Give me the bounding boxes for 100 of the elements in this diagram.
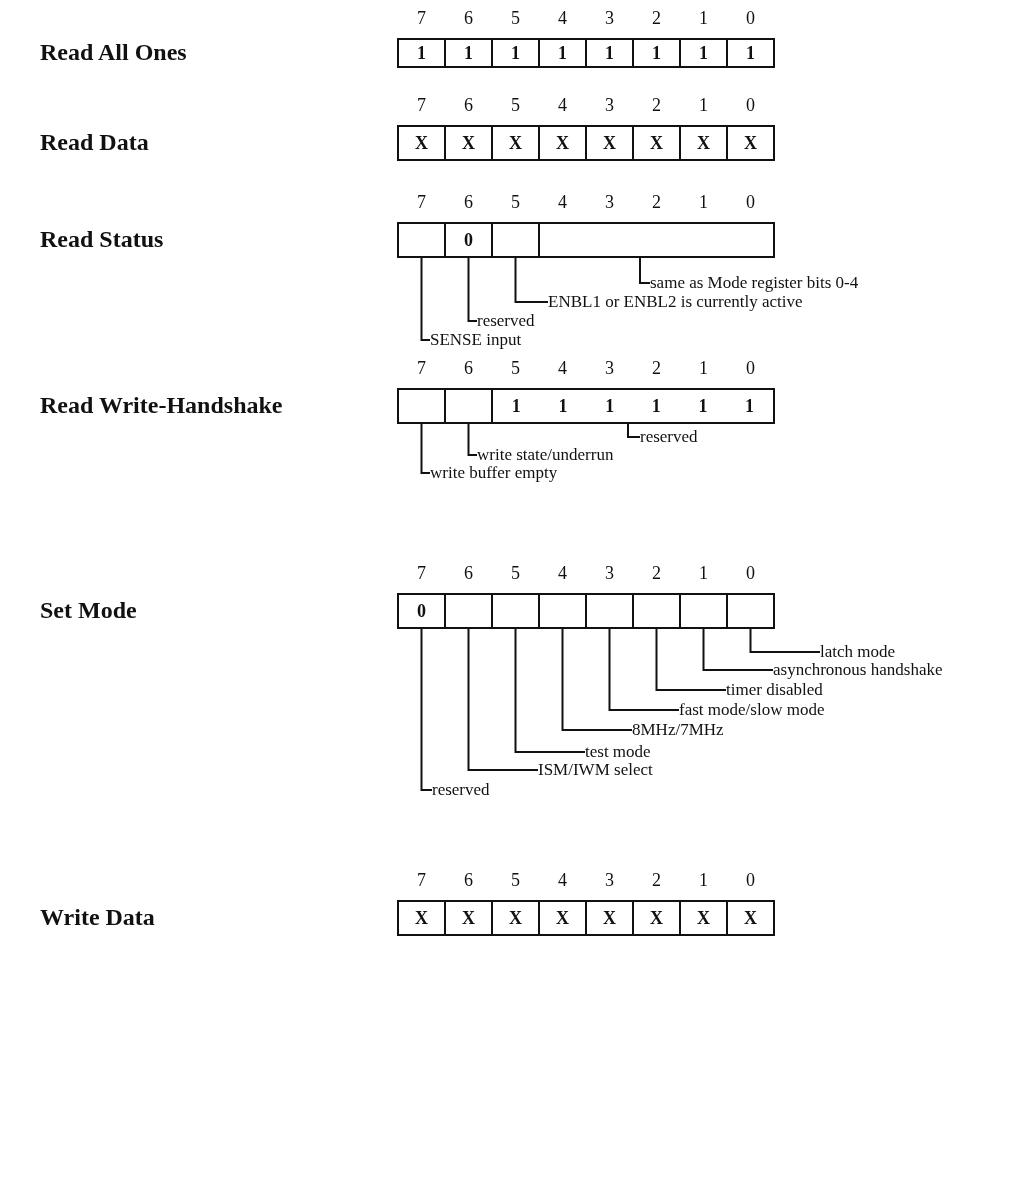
bit-number: 3	[604, 8, 615, 29]
bit-number: 2	[651, 95, 662, 116]
bit-cell: 1	[632, 38, 681, 68]
bit-cell: X	[444, 125, 493, 161]
bit-cell	[444, 388, 493, 424]
bit-number: 6	[463, 563, 474, 584]
leader-line	[702, 628, 774, 671]
bit-number: 4	[557, 95, 568, 116]
bit-number: 0	[745, 358, 756, 379]
bit-number: 1	[698, 870, 709, 891]
bit-number: 1	[698, 192, 709, 213]
bit-cell: 1	[585, 38, 634, 68]
bit-field	[491, 388, 775, 424]
bit-field	[538, 222, 775, 258]
bit-description: write state/underrun	[477, 445, 614, 465]
bit-cell: X	[538, 125, 587, 161]
bit-number: 1	[698, 563, 709, 584]
bit-description: fast mode/slow mode	[679, 700, 825, 720]
register-name: Read All Ones	[40, 39, 187, 66]
bit-number: 2	[651, 563, 662, 584]
leader-line	[420, 423, 431, 474]
bit-cell: X	[491, 900, 540, 936]
bit-number: 2	[651, 358, 662, 379]
bit-number: 6	[463, 358, 474, 379]
bit-description: test mode	[585, 742, 651, 762]
bit-number: 7	[416, 95, 427, 116]
bit-description: timer disabled	[726, 680, 823, 700]
bit-number: 1	[698, 95, 709, 116]
bit-number: 4	[557, 563, 568, 584]
leader-line	[420, 628, 433, 791]
leader-line	[467, 257, 478, 322]
bit-number: 2	[651, 192, 662, 213]
bit-cell: X	[491, 125, 540, 161]
bit-number: 0	[745, 192, 756, 213]
bit-cell: X	[679, 900, 728, 936]
leader-line	[514, 628, 586, 753]
bit-value: 1	[605, 395, 615, 417]
register-name: Read Write-Handshake	[40, 392, 283, 419]
leader-line	[467, 628, 539, 771]
bit-cell: X	[585, 900, 634, 936]
bit-cell: X	[444, 900, 493, 936]
bit-number: 4	[557, 358, 568, 379]
bit-cell	[538, 593, 587, 629]
bit-number: 3	[604, 358, 615, 379]
bit-number: 3	[604, 563, 615, 584]
leader-line	[627, 423, 641, 438]
bit-cell: X	[726, 900, 775, 936]
bit-description: SENSE input	[430, 330, 522, 350]
bit-cell	[726, 593, 775, 629]
bit-number: 0	[745, 870, 756, 891]
bit-number: 7	[416, 870, 427, 891]
bit-value: 1	[511, 395, 521, 417]
bit-cell: 1	[538, 38, 587, 68]
bit-number: 6	[463, 870, 474, 891]
bit-cell: X	[632, 900, 681, 936]
bit-cell	[491, 593, 540, 629]
bit-description: 8MHz/7MHz	[632, 720, 724, 740]
bit-description: latch mode	[820, 642, 896, 662]
bit-number: 6	[463, 8, 474, 29]
leader-line	[749, 628, 821, 653]
bit-number: 5	[510, 358, 521, 379]
bit-cell	[585, 593, 634, 629]
bit-number: 5	[510, 8, 521, 29]
bit-number: 4	[557, 870, 568, 891]
bit-cell: 0	[397, 593, 446, 629]
bit-cell: X	[397, 900, 446, 936]
leader-line	[420, 257, 431, 341]
bit-number: 5	[510, 95, 521, 116]
bit-cell: X	[538, 900, 587, 936]
bit-number: 0	[745, 8, 756, 29]
bit-number: 5	[510, 192, 521, 213]
bit-number: 5	[510, 563, 521, 584]
bit-description: write buffer empty	[430, 463, 558, 483]
bit-cell	[491, 222, 540, 258]
register-name: Read Data	[40, 129, 149, 156]
bit-cell	[397, 222, 446, 258]
bit-number: 4	[557, 192, 568, 213]
bit-description: ISM/IWM select	[538, 760, 653, 780]
bit-cell: 0	[444, 222, 493, 258]
bit-number: 0	[745, 563, 756, 584]
leader-line	[655, 628, 727, 691]
bit-cell: X	[585, 125, 634, 161]
bit-number: 7	[416, 192, 427, 213]
bit-cell: X	[397, 125, 446, 161]
bit-number: 3	[604, 192, 615, 213]
bit-cell: X	[726, 125, 775, 161]
bit-number: 3	[604, 95, 615, 116]
bit-cell: 1	[444, 38, 493, 68]
bit-description: reserved	[432, 780, 490, 800]
bit-cell: 1	[726, 38, 775, 68]
bit-number: 1	[698, 358, 709, 379]
register-name: Read Status	[40, 226, 164, 253]
bit-number: 5	[510, 870, 521, 891]
bit-number: 0	[745, 95, 756, 116]
bit-value: 1	[651, 395, 661, 417]
bit-number: 2	[651, 870, 662, 891]
bit-number: 7	[416, 8, 427, 29]
bit-number: 1	[698, 8, 709, 29]
leader-line	[467, 423, 478, 456]
leader-line	[514, 257, 549, 303]
